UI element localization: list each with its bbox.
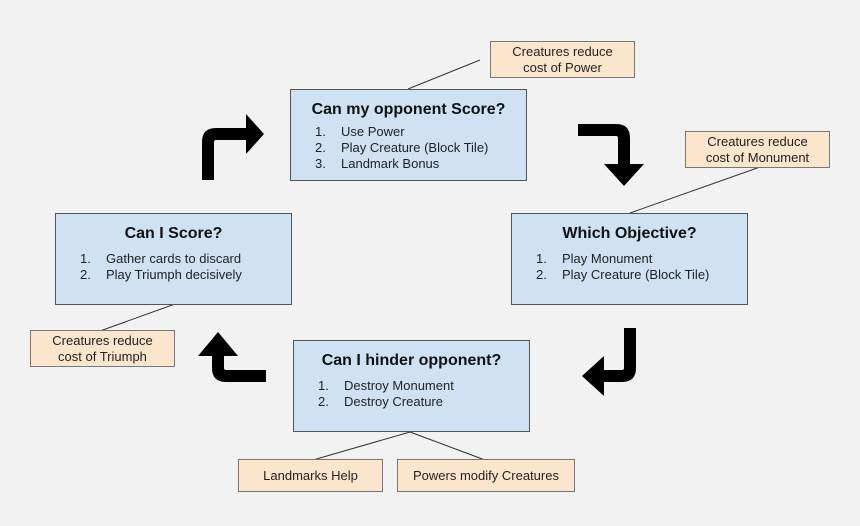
note-line: cost of Power [523,59,602,75]
arrow-left-up [198,332,266,382]
item-number: 3. [315,156,326,171]
item-number: 2. [315,140,326,155]
list-item: 2. Play Creature (Block Tile) [315,140,526,156]
connector-monument-note [629,166,761,214]
arrow-right-down [578,124,644,186]
box-title: Can my opponent Score? [311,101,506,118]
item-text: Play Monument [562,251,653,266]
item-text: Use Power [341,124,405,139]
connector-triumph-note [99,303,176,332]
item-number: 1. [80,251,91,266]
step-list: 1. Gather cards to discard 2. Play Triumph… [80,251,291,283]
box-title: Can I Score? [124,225,223,242]
box-can-i-score: Can I Score? 1. Gather cards to discard 2… [55,213,292,305]
box-can-my-opponent-score: Can my opponent Score? 1. Use Power 2. Pla… [290,89,527,181]
list-item: 2. Destroy Creature [318,394,529,410]
step-list: 1. Use Power 2. Play Creature (Block Tile)… [315,124,526,172]
list-item: 2. Play Triumph decisively [80,267,291,283]
step-list: 1. Play Monument 2. Play Creature (Block T… [536,251,747,283]
arrow-up-right [202,114,264,180]
list-item: 1. Destroy Monument [318,378,529,394]
note-creatures-reduce-power: Creatures reduce cost of Power [490,41,635,78]
item-number: 1. [315,124,326,139]
note-landmarks-help: Landmarks Help [238,459,383,492]
item-number: 2. [318,394,329,409]
note-line: Creatures reduce [512,43,613,59]
connector-powers-modify-note [409,431,486,461]
item-number: 1. [318,378,329,393]
note-line: cost of Triumph [58,348,147,364]
list-item: 1. Play Monument [536,251,747,267]
item-text: Play Creature (Block Tile) [341,140,489,155]
item-text: Gather cards to discard [106,251,242,266]
note-line: Landmarks Help [263,467,358,483]
item-text: Destroy Monument [344,378,454,393]
list-item: 1. Use Power [315,124,526,140]
item-number: 2. [536,267,547,282]
box-title: Which Objective? [562,225,697,242]
note-line: Creatures reduce [707,133,808,149]
note-line: Powers modify Creatures [413,467,559,483]
step-list: 1. Destroy Monument 2. Destroy Creature [318,378,529,410]
note-creatures-reduce-monument: Creatures reduce cost of Monument [685,131,830,168]
note-powers-modify-creatures: Powers modify Creatures [397,459,575,492]
list-item: 3. Landmark Bonus [315,156,526,172]
note-creatures-reduce-triumph: Creatures reduce cost of Triumph [30,330,175,367]
item-text: Play Creature (Block Tile) [562,267,710,282]
item-text: Landmark Bonus [341,156,440,171]
box-can-i-hinder-opponent: Can I hinder opponent? 1. Destroy Monumen… [293,340,530,432]
connector-power-note [407,59,481,90]
note-line: Creatures reduce [52,332,153,348]
arrow-down-left [582,328,636,396]
list-item: 2. Play Creature (Block Tile) [536,267,747,283]
box-which-objective: Which Objective? 1. Play Monument 2. Play … [511,213,748,305]
item-text: Play Triumph decisively [106,267,242,282]
note-line: cost of Monument [705,149,810,165]
box-title: Can I hinder opponent? [321,352,502,369]
item-text: Destroy Creature [344,394,443,409]
connector-landmarks-note [312,431,411,461]
list-item: 1. Gather cards to discard [80,251,291,267]
item-number: 2. [80,267,91,282]
item-number: 1. [536,251,547,266]
